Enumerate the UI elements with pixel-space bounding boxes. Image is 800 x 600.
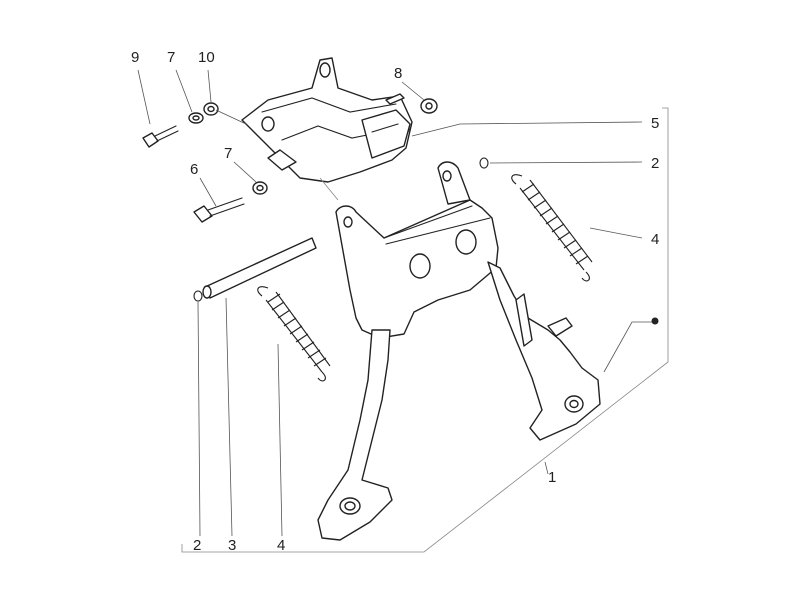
callout-8: 8 (394, 65, 402, 82)
callout-2-right: 2 (651, 155, 659, 172)
callout-7-top: 7 (167, 49, 175, 66)
callout-9: 9 (131, 49, 139, 66)
callout-3: 3 (228, 537, 236, 554)
spring-4-right (511, 174, 593, 282)
callout-6: 6 (190, 161, 198, 178)
center-stand (317, 161, 601, 541)
spring-4-left (257, 286, 331, 382)
callout-1: 1 (548, 469, 556, 486)
washer-7-top (188, 112, 204, 124)
callout-10: 10 (198, 49, 215, 66)
callout-7-mid: 7 (224, 145, 232, 162)
washer-10 (203, 102, 219, 116)
callout-5: 5 (651, 115, 659, 132)
callout-4-bottom: 4 (277, 537, 285, 554)
callout-2-bottom: 2 (193, 537, 201, 554)
bolt-9 (142, 125, 179, 148)
nut-8 (420, 98, 438, 114)
bracket-assembly (241, 57, 413, 183)
reference-dot (651, 317, 659, 325)
washer-7-mid (252, 181, 268, 195)
assembly-frame (181, 107, 669, 553)
callout-labels: 9 7 10 8 5 2 7 6 4 1 2 3 4 (131, 49, 659, 554)
pin-3 (202, 237, 317, 299)
leader-lines (137, 69, 654, 537)
clip-2-left (193, 290, 203, 302)
callout-4-right: 4 (651, 231, 659, 248)
bolt-6 (193, 197, 245, 223)
clip-2-right (479, 157, 489, 169)
